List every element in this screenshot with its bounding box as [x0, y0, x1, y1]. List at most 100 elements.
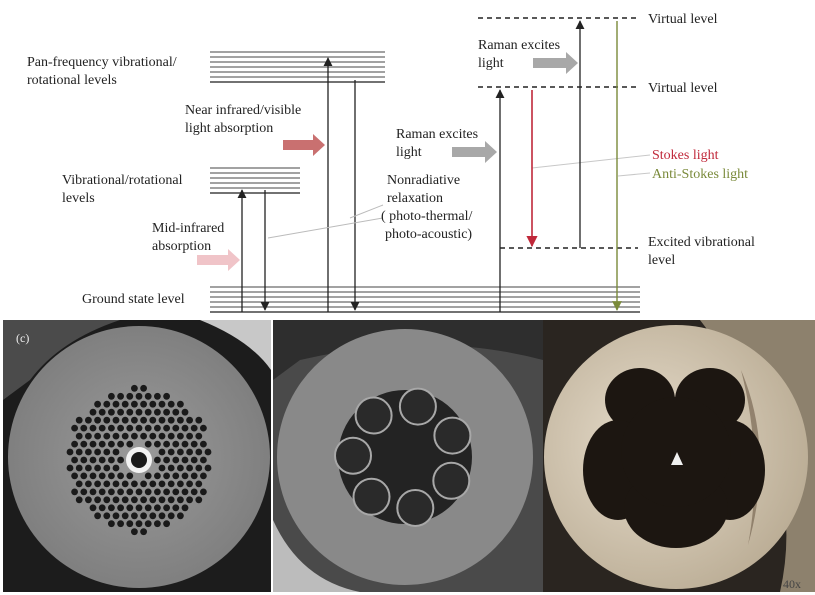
mid-ir-label-line1: Mid-infrared	[152, 221, 224, 236]
raman-excite-arrow-upper	[533, 52, 578, 74]
pcf-air-hole	[168, 417, 175, 424]
pcf-air-hole	[163, 489, 170, 496]
pcf-air-hole	[76, 465, 83, 472]
pcf-air-hole	[177, 496, 184, 503]
pcf-air-hole	[85, 496, 92, 503]
pcf-air-hole	[94, 496, 101, 503]
pcf-air-hole	[71, 473, 78, 480]
pcf-air-hole	[177, 481, 184, 488]
virtual-level-mid-label: Virtual level	[648, 81, 718, 96]
pcf-air-hole	[186, 417, 193, 424]
pcf-air-hole	[205, 449, 212, 456]
pcf-air-hole	[149, 481, 156, 488]
pcf-air-hole	[85, 449, 92, 456]
pcf-air-hole	[71, 457, 78, 464]
pcf-air-hole	[186, 449, 193, 456]
pcf-air-hole	[136, 409, 143, 416]
pcf-air-hole	[80, 489, 87, 496]
pcf-air-hole	[131, 481, 138, 488]
pcf-air-hole	[67, 449, 74, 456]
pcf-air-hole	[145, 489, 152, 496]
pcf-air-hole	[172, 473, 179, 480]
pcf-air-hole	[103, 465, 110, 472]
pcf-air-hole	[103, 417, 110, 424]
pcf-air-hole	[195, 496, 202, 503]
pcf-air-hole	[126, 441, 133, 448]
pcf-air-hole	[113, 465, 120, 472]
fiber-photos: (c) 40x	[3, 320, 815, 592]
pcf-air-hole	[94, 401, 101, 408]
pcf-air-hole	[163, 441, 170, 448]
pcf-air-hole	[186, 465, 193, 472]
pcf-air-hole	[99, 441, 106, 448]
pcf-air-hole	[108, 441, 115, 448]
pan-frequency-lines	[210, 52, 385, 82]
anti-resonant-tube	[400, 389, 436, 425]
pcf-air-hole	[159, 401, 166, 408]
pcf-air-hole	[159, 449, 166, 456]
pcf-air-hole	[159, 481, 166, 488]
pcf-air-hole	[80, 473, 87, 480]
pcf-air-hole	[113, 417, 120, 424]
pan-frequency-label-line2: rotational levels	[27, 73, 117, 88]
pcf-air-hole	[159, 433, 166, 440]
pcf-air-hole	[103, 481, 110, 488]
pcf-air-hole	[122, 496, 129, 503]
pcf-air-hole	[154, 504, 161, 511]
pcf-air-hole	[172, 504, 179, 511]
virtual-level-top-label: Virtual level	[648, 12, 718, 27]
photo-anti-resonant-fiber	[273, 320, 543, 592]
nir-label-line1: Near infrared/visible	[185, 103, 301, 118]
pcf-air-hole	[186, 433, 193, 440]
pcf-air-hole	[168, 401, 175, 408]
pcf-air-hole	[117, 409, 124, 416]
pcf-air-hole	[145, 409, 152, 416]
pcf-air-hole	[122, 401, 129, 408]
pcf-air-hole	[103, 512, 110, 519]
pcf-air-hole	[76, 433, 83, 440]
pcf-air-hole	[200, 441, 207, 448]
pcf-air-hole	[168, 512, 175, 519]
pcf-air-hole	[182, 457, 189, 464]
pcf-air-hole	[76, 496, 83, 503]
anti-stokes-leader-line	[618, 173, 650, 176]
pcf-air-hole	[126, 393, 133, 400]
pcf-air-hole	[177, 512, 184, 519]
pcf-air-hole	[85, 433, 92, 440]
nonradiative-leader-lines	[268, 205, 383, 238]
pcf-air-hole	[117, 504, 124, 511]
pcf-air-hole	[154, 520, 161, 527]
pcf-air-hole	[182, 504, 189, 511]
pcf-air-hole	[113, 481, 120, 488]
pcf-air-hole	[108, 393, 115, 400]
pcf-air-hole	[191, 441, 198, 448]
pan-frequency-label-line1: Pan-frequency vibrational/	[27, 55, 177, 70]
pcf-air-hole	[94, 433, 101, 440]
excited-vibrational-label-line2: level	[648, 253, 675, 268]
photo-hollow-core-lobed-fiber: 40x	[543, 320, 815, 592]
pcf-air-hole	[195, 433, 202, 440]
photo-photonic-crystal-fiber: (c)	[3, 320, 271, 592]
pcf-air-hole	[159, 417, 166, 424]
pcf-air-hole	[140, 401, 147, 408]
pcf-air-hole	[163, 504, 170, 511]
pcf-air-hole	[195, 465, 202, 472]
pcf-air-hole	[140, 528, 147, 535]
raman-upper-label-line1: Raman excites	[478, 38, 560, 53]
pcf-air-hole	[159, 496, 166, 503]
pcf-air-hole	[108, 457, 115, 464]
pcf-air-hole	[140, 433, 147, 440]
pcf-air-hole	[168, 465, 175, 472]
pcf-air-hole	[108, 473, 115, 480]
pcf-air-hole	[71, 489, 78, 496]
anti-resonant-tube	[433, 463, 469, 499]
pcf-air-hole	[94, 449, 101, 456]
pcf-air-hole	[163, 473, 170, 480]
pcf-air-hole	[99, 425, 106, 432]
pcf-air-hole	[99, 409, 106, 416]
pcf-air-hole	[172, 425, 179, 432]
pcf-air-hole	[131, 433, 138, 440]
pcf-air-hole	[168, 433, 175, 440]
pcf-air-hole	[113, 449, 120, 456]
